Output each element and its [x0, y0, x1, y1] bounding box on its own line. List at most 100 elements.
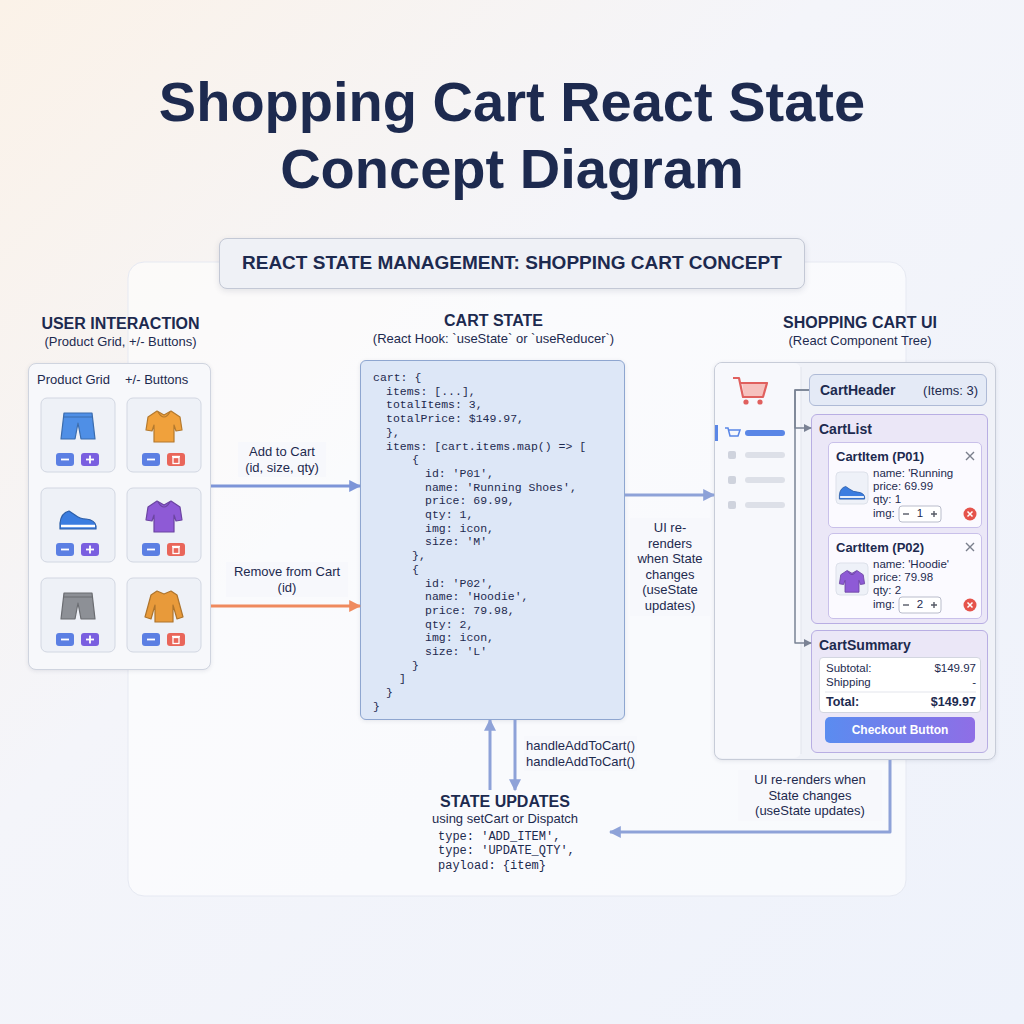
code-line: size: 'M' [361, 535, 624, 549]
illustration-part [64, 417, 92, 418]
code-line: }, [361, 549, 624, 563]
code-line: price: 69.99, [361, 494, 624, 508]
small-button [81, 453, 99, 466]
small-button [167, 543, 185, 556]
illustration-part [931, 602, 937, 608]
node-text: Shipping [826, 676, 871, 690]
illustration-part [173, 458, 179, 464]
code-line: name: 'Running Shoes', [361, 481, 624, 495]
illustration-part [745, 430, 785, 436]
code-line: img: icon, [361, 522, 624, 536]
illustration-part [931, 511, 937, 517]
code-line: id: 'P01', [361, 467, 624, 481]
product-icon [61, 413, 95, 439]
code-line: name: 'Hoodie', [361, 590, 624, 604]
illustration-part [64, 597, 92, 598]
illustration-part [61, 639, 69, 641]
code-line: totalPrice: $149.97, [361, 412, 624, 426]
code-line: id: 'P02', [361, 577, 624, 591]
illustration-part [825, 692, 976, 693]
product-icon [146, 501, 182, 532]
column-heading: CART STATE [321, 311, 666, 330]
code-line: items: [...], [361, 385, 624, 399]
illustration-part [733, 378, 767, 397]
connector-arrow [795, 390, 811, 428]
node-text: 1 [912, 507, 928, 521]
product-tile [41, 398, 115, 472]
node-text: - [900, 676, 976, 690]
illustration-part [715, 363, 801, 758]
checkout-button: Checkout Button [825, 717, 975, 743]
illustration-part [158, 412, 170, 417]
connector-arrow [489, 720, 492, 790]
node-text: using setCart or Dispatch [400, 811, 610, 827]
product-icon [146, 411, 182, 442]
small-button [142, 543, 160, 556]
illustration-part [173, 548, 179, 554]
illustration-part [146, 501, 182, 532]
node-text: $149.97 [900, 695, 976, 710]
illustration-part [89, 456, 91, 464]
illustration-part [61, 525, 95, 528]
illustration-part [86, 639, 94, 641]
connector-arrow [211, 605, 360, 608]
node-text: REACT STATE MANAGEMENT: SHOPPING CART CO… [242, 252, 782, 275]
column-heading: (React Hook: `useState` or `useReducer`) [321, 331, 666, 347]
illustration-part [147, 549, 155, 551]
small-button [167, 633, 185, 646]
code-line: { [361, 453, 624, 467]
code-line: cart: { [361, 371, 624, 385]
column-heading: USER INTERACTION [9, 314, 232, 333]
cart-ui-panel: SHOPPING CART UI(React Component Tree)Ca… [714, 362, 996, 760]
code-line: { [361, 563, 624, 577]
small-button [81, 633, 99, 646]
illustration-part [966, 452, 974, 460]
interaction-panel: USER INTERACTION(Product Grid, +/- Butto… [28, 363, 211, 670]
illustration-part [836, 472, 868, 504]
column-heading: (React Component Tree) [705, 333, 1015, 349]
node-text: $149.97 [900, 662, 976, 676]
node-text: name: 'Hoodie' [873, 558, 949, 572]
illustration-part [836, 563, 868, 595]
illustration-part [41, 488, 115, 562]
illustration-part [966, 543, 974, 551]
component-box: CartHeader(Items: 3) [809, 374, 987, 406]
illustration-part [41, 398, 115, 472]
node-illustration [29, 364, 212, 671]
illustration-part [903, 513, 909, 514]
illustration-part [86, 549, 94, 551]
illustration-part [757, 399, 762, 404]
connector-arrow [211, 485, 360, 488]
illustration-part [127, 578, 201, 652]
illustration-part [728, 451, 736, 459]
product-tile [127, 398, 201, 472]
cart-icon [733, 378, 767, 405]
node-text: img: [873, 598, 895, 612]
code-line: totalItems: 3, [361, 398, 624, 412]
illustration-part [60, 511, 96, 529]
illustration-part [147, 459, 155, 461]
product-tile [127, 578, 201, 652]
code-line: size: 'L' [361, 645, 624, 659]
node-text: price: 69.99 [873, 480, 933, 494]
product-icon [61, 593, 95, 619]
cart-item-card: CartItem (P01)name: 'Runningprice: 69.99… [828, 442, 982, 528]
summary-box: Subtotal:$149.97Shipping-Total:$149.97 [819, 657, 981, 713]
illustration-part [127, 488, 201, 562]
state-code-box: CART STATE(React Hook: `useState` or `us… [360, 360, 625, 720]
code-line: img: icon, [361, 631, 624, 645]
illustration-part [801, 367, 802, 754]
illustration-part [745, 477, 785, 483]
illustration-part [839, 571, 864, 593]
illustration-part [86, 459, 94, 461]
illustration-part [964, 599, 977, 612]
illustration-part [61, 593, 95, 619]
node-text: CartList [819, 421, 872, 438]
column-heading: (Product Grid, +/- Buttons) [9, 334, 232, 350]
illustration-part [172, 546, 180, 547]
node-text: Product Grid [37, 372, 110, 388]
node-text: payload: {item} [400, 859, 610, 873]
product-tile [41, 578, 115, 652]
node-text: CartHeader [820, 382, 895, 399]
illustration-part [745, 452, 785, 458]
